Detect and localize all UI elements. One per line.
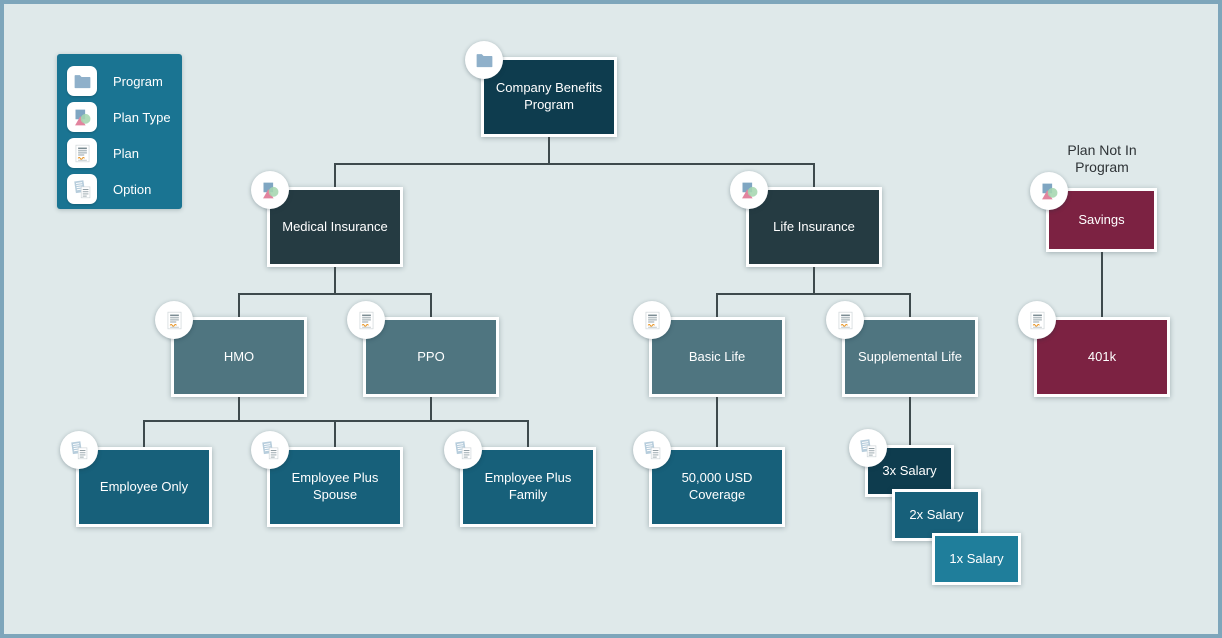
node-supplemental-life[interactable]: Supplemental Life — [826, 301, 978, 397]
node-label: 401k — [1087, 348, 1117, 364]
connector — [334, 267, 336, 295]
connector — [548, 137, 550, 165]
shapes-icon — [251, 171, 289, 209]
connector — [238, 293, 240, 317]
connector — [334, 163, 336, 187]
documents-stack-icon — [633, 431, 671, 469]
node-1x-salary[interactable]: 1x Salary — [932, 533, 1021, 585]
annotation-line: Plan Not In — [1067, 142, 1137, 158]
node-label: Life Insurance — [773, 218, 855, 234]
folder-icon — [465, 41, 503, 79]
node-label: Supplemental Life — [857, 348, 963, 364]
connector — [716, 397, 718, 447]
connector — [527, 420, 529, 447]
documents-stack-icon — [67, 174, 97, 204]
annotation-line: Program — [1075, 158, 1129, 175]
node-employee-plus-family[interactable]: Employee Plus Family — [444, 431, 596, 527]
legend-label: Option — [113, 181, 152, 197]
documents-stack-icon — [444, 431, 482, 469]
node-2x-salary[interactable]: 2x Salary — [892, 489, 981, 541]
node-employee-only[interactable]: Employee Only — [60, 431, 212, 527]
legend-label: Plan Type — [113, 109, 171, 125]
connector — [909, 293, 911, 317]
node-employee-plus-spouse[interactable]: Employee Plus Spouse — [251, 431, 403, 527]
node-medical-insurance[interactable]: Medical Insurance — [251, 171, 403, 267]
node-hmo[interactable]: HMO — [155, 301, 307, 397]
connector — [716, 293, 911, 295]
documents-stack-icon — [849, 429, 887, 467]
folder-icon — [67, 66, 97, 96]
connector — [334, 163, 815, 165]
legend-item-plan: Plan — [67, 135, 182, 171]
shapes-icon — [1030, 172, 1068, 210]
node-label: PPO — [417, 348, 445, 364]
document-icon — [633, 301, 671, 339]
node-label: Employee Plus Family — [484, 470, 572, 502]
node-label: Company Benefits Program — [495, 80, 603, 112]
node-label: 3x Salary — [882, 462, 937, 478]
shapes-icon — [730, 171, 768, 209]
legend-item-plan-type: Plan Type — [67, 99, 182, 135]
node-50000-usd-coverage[interactable]: 50,000 USD Coverage — [633, 431, 785, 527]
node-label: Employee Plus Spouse — [291, 470, 379, 502]
node-label: Basic Life — [688, 348, 746, 364]
node-label: 1x Salary — [949, 550, 1004, 566]
node-401k[interactable]: 401k — [1018, 301, 1170, 397]
legend-item-option: Option — [67, 171, 182, 207]
node-company-benefits-program[interactable]: Company Benefits Program — [465, 41, 617, 137]
connector — [143, 420, 145, 447]
connector — [430, 293, 432, 317]
node-ppo[interactable]: PPO — [347, 301, 499, 397]
node-label: Medical Insurance — [282, 218, 388, 234]
node-label: 2x Salary — [909, 506, 964, 522]
document-icon — [1018, 301, 1056, 339]
shapes-icon — [67, 102, 97, 132]
document-icon — [67, 138, 97, 168]
document-icon — [347, 301, 385, 339]
node-basic-life[interactable]: Basic Life — [633, 301, 785, 397]
document-icon — [155, 301, 193, 339]
document-icon — [826, 301, 864, 339]
node-life-insurance[interactable]: Life Insurance — [730, 171, 882, 267]
node-label: Savings — [1078, 211, 1125, 227]
node-label: 50,000 USD Coverage — [681, 470, 753, 502]
node-label: HMO — [223, 348, 255, 364]
connector — [430, 397, 432, 421]
documents-stack-icon — [251, 431, 289, 469]
node-label: Employee Only — [99, 478, 189, 494]
connector — [238, 397, 240, 421]
legend-label: Plan — [113, 145, 140, 161]
connector — [334, 420, 336, 447]
legend-item-program: Program — [67, 63, 182, 99]
plan-not-in-program-label: Plan Not In Program — [1037, 142, 1167, 175]
documents-stack-icon — [60, 431, 98, 469]
connector — [238, 293, 432, 295]
legend[interactable]: Program Plan Type Plan Option — [57, 54, 182, 209]
connector — [813, 267, 815, 295]
connector — [1101, 252, 1103, 317]
legend-label: Program — [113, 73, 163, 89]
node-savings[interactable]: Savings — [1030, 172, 1157, 252]
connector — [909, 397, 911, 445]
connector — [716, 293, 718, 317]
connector — [813, 163, 815, 187]
connector — [143, 420, 529, 422]
